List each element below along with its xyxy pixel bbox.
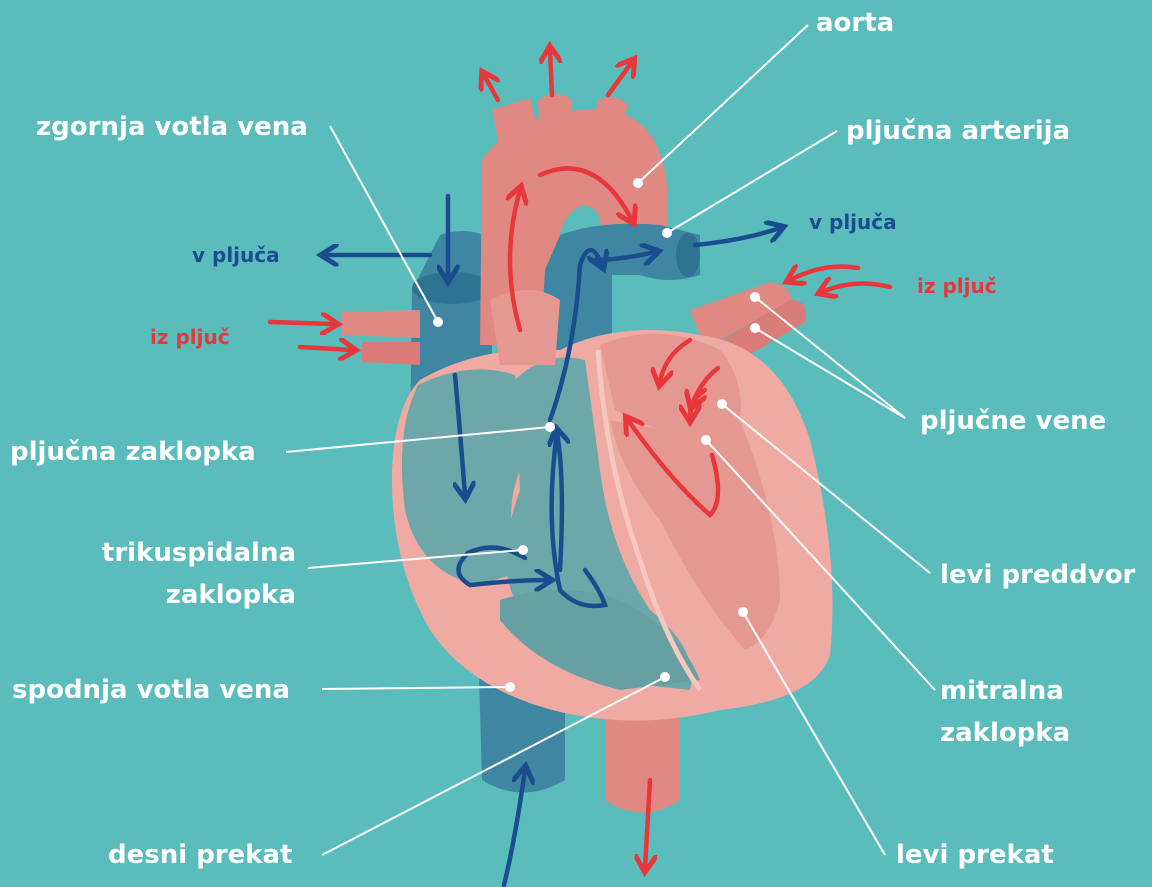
label-tricuspid-valve-line1: trikuspidalna [82, 538, 296, 568]
label-to-lungs-left: v pljuča [192, 243, 280, 267]
label-right-ventricle: desni prekat [108, 840, 293, 870]
label-from-lungs-left: iz pljuč [150, 325, 230, 349]
pulmonary-veins-left [342, 310, 420, 338]
left-atrium-inner [490, 290, 560, 365]
label-superior-vena-cava: zgornja votla vena [36, 112, 308, 142]
label-pulmonary-artery: pljučna arterija [846, 116, 1070, 146]
pulmonary-veins-left-2 [362, 342, 420, 365]
superior-vena-cava-opening [412, 272, 492, 304]
pulmonary-artery-opening [676, 233, 700, 277]
label-mitral-valve-line1: mitralna [940, 676, 1064, 706]
label-aorta: aorta [816, 8, 894, 38]
label-to-lungs-right: v pljuča [809, 210, 897, 234]
label-left-ventricle: levi prekat [896, 840, 1054, 870]
label-pulmonary-valve: pljučna zaklopka [10, 437, 256, 467]
label-inferior-vena-cava: spodnja votla vena [12, 675, 290, 705]
aorta-branch-2 [538, 94, 572, 140]
label-from-lungs-right: iz pljuč [917, 274, 997, 298]
label-tricuspid-valve-line2: zaklopka [82, 580, 296, 610]
label-pulmonary-veins: pljučne vene [920, 406, 1106, 436]
label-mitral-valve-line2: zaklopka [940, 718, 1070, 748]
label-left-atrium: levi preddvor [940, 560, 1135, 590]
